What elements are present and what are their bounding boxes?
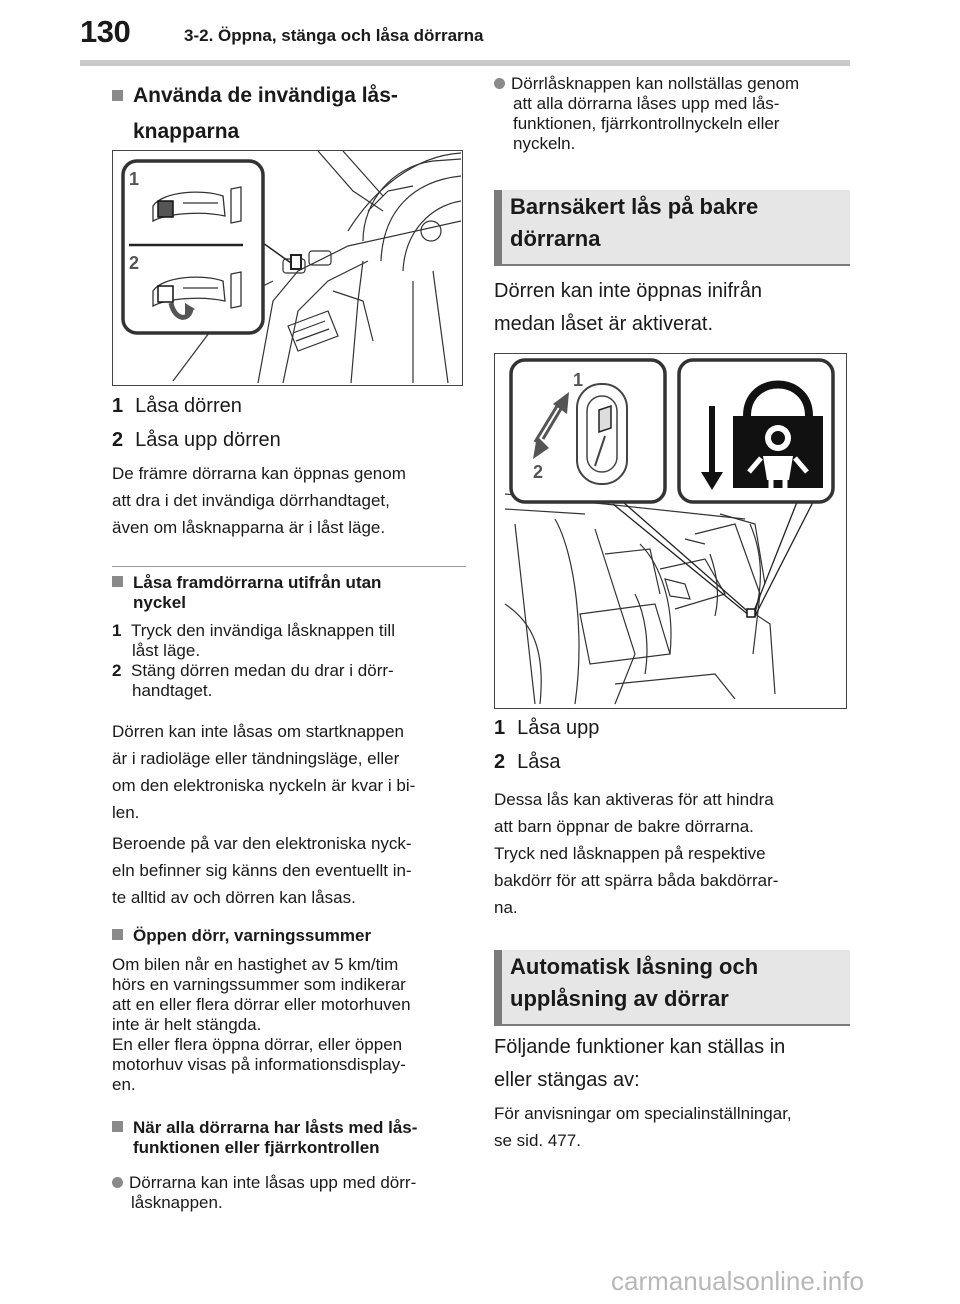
section-heading: Använda de invändiga lås- knapparna [112,78,466,150]
subheading-all-doors-locked: När alla dörrarna har låsts med lås- fun… [112,1118,466,1158]
bullet-item: Dörrlåsknappen kan nollställas genom att… [494,74,850,154]
subheading-lock-without-key: Låsa framdörrarna utifrån utan nyckel [112,573,466,613]
child-lock-illustration: 1 2 [504,358,835,705]
paragraph-special-settings: För anvisningar om specialinställningar,… [494,1104,792,1150]
child-lock-figure: 1 2 [494,353,847,709]
square-bullet-icon [112,90,123,101]
circle-bullet-icon [494,78,505,89]
square-bullet-icon [112,929,123,940]
watermark: carmanualsonline.info [611,1266,864,1296]
subheading-open-door-buzzer: Öppen dörr, varningssummer [112,926,466,946]
door-lock-illustration: 1 2 [121,150,462,384]
section-divider [112,566,466,567]
square-bullet-icon [112,576,123,587]
paragraph-electronic-key: Beroende på var den elektroniska nyck-el… [112,834,412,907]
fig2-label-2: 2 [533,462,543,482]
fig1-label-1: 1 [129,169,139,189]
chapter-title: 3-2. Öppna, stänga och låsa dörrarna [184,26,484,45]
fig2-label-1: 1 [573,370,583,390]
circle-bullet-icon [112,1177,123,1188]
page-number: 130 [80,14,131,49]
fig1-label-2: 2 [129,253,139,273]
door-lock-figure: 1 2 [112,150,463,386]
bullet-item: Dörrarna kan inte låsas upp med dörr- lå… [112,1173,466,1213]
header-rule [80,60,850,66]
square-bullet-icon [112,1121,123,1132]
